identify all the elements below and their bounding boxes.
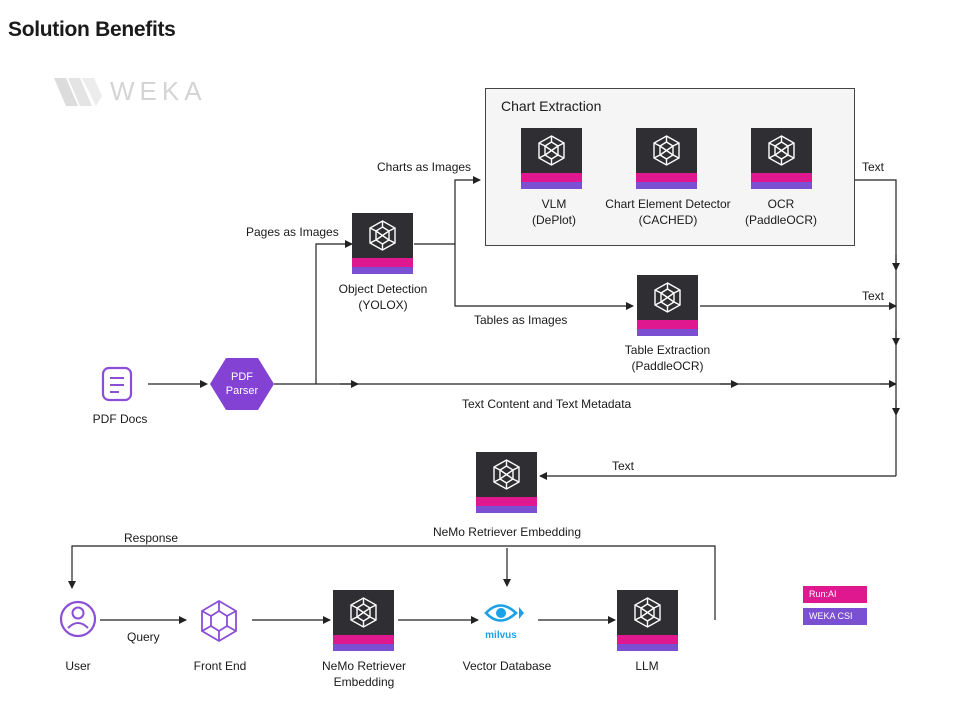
- nemo-embedding-bottom-line2: Embedding: [333, 675, 395, 689]
- milvus-label: milvus: [485, 630, 517, 641]
- table-extraction-sub: (PaddleOCR): [631, 359, 704, 373]
- query-label: Query: [127, 630, 160, 644]
- model-cube-icon: [350, 597, 377, 628]
- ocr-name: OCR: [767, 197, 795, 211]
- pdf-parser-label: PDF Parser: [212, 370, 272, 398]
- pages-as-images-label: Pages as Images: [246, 225, 339, 239]
- edge-charts-as-images: [414, 176, 481, 245]
- weka-logo-icon: [54, 78, 102, 106]
- edge-pages-as-images: [315, 240, 353, 384]
- edge-chart-text: [855, 179, 897, 476]
- vlm-name: VLM: [541, 197, 567, 211]
- table-extraction-tile: [637, 275, 698, 336]
- front-end-icon: [201, 599, 237, 643]
- object-detection-tile: [352, 213, 413, 274]
- edge-tables-as-images: [454, 244, 634, 310]
- pdf-parser-hexagon: [210, 358, 274, 410]
- table-extraction-name: Table Extraction: [624, 343, 711, 357]
- weka-logo-text: WEKA: [110, 76, 207, 106]
- page-title: Solution Benefits: [8, 18, 176, 41]
- vlm-tile: [521, 128, 582, 189]
- text-table-label: Text: [862, 289, 885, 303]
- vector-database-label: Vector Database: [462, 659, 552, 673]
- nemo-embedding-top-label: NeMo Retriever Embedding: [432, 525, 582, 539]
- pdf-parser-label-line2: Parser: [225, 385, 259, 397]
- front-end-label: Front End: [193, 659, 247, 673]
- nemo-embedding-bottom-tile: [333, 590, 394, 651]
- model-cube-icon: [654, 282, 681, 313]
- object-detection-sub: (YOLOX): [358, 298, 408, 312]
- ocr-tile: [751, 128, 812, 189]
- model-cube-icon: [653, 135, 680, 166]
- nemo-embedding-top-tile: [476, 452, 537, 513]
- chart-element-detector-tile: [636, 128, 697, 189]
- chart-element-detector-label: Chart Element Detector (CACHED): [598, 196, 738, 228]
- vlm-sub: (DePlot): [531, 213, 576, 227]
- legend-run-ai-swatch: [803, 586, 867, 603]
- weka-logo: WEKA: [52, 74, 212, 110]
- llm-tile: [617, 590, 678, 651]
- pdf-docs-icon: [101, 366, 133, 402]
- vlm-label: VLM (DePlot): [494, 196, 614, 228]
- nemo-embedding-bottom-label: NeMo Retriever Embedding: [314, 658, 414, 690]
- legend-weka-csi-swatch: [803, 608, 867, 625]
- table-extraction-label: Table Extraction (PaddleOCR): [610, 342, 725, 374]
- chart-element-detector-sub: (CACHED): [638, 213, 698, 227]
- object-detection-label: Object Detection (YOLOX): [323, 281, 443, 313]
- text-chart-label: Text: [862, 160, 885, 174]
- pdf-parser-label-line1: PDF: [231, 371, 253, 383]
- response-label: Response: [124, 531, 179, 545]
- chart-element-detector-name: Chart Element Detector: [605, 197, 731, 211]
- user-label: User: [65, 659, 91, 673]
- llm-label: LLM: [635, 659, 659, 673]
- ocr-sub: (PaddleOCR): [744, 213, 818, 227]
- object-detection-name: Object Detection: [338, 282, 428, 296]
- nemo-embedding-bottom-line1: NeMo Retriever: [321, 659, 407, 673]
- milvus-icon: [484, 604, 524, 622]
- charts-as-images-label: Charts as Images: [377, 160, 472, 174]
- text-content-label: Text Content and Text Metadata: [462, 397, 632, 411]
- ocr-label: OCR (PaddleOCR): [726, 196, 836, 228]
- model-cube-icon: [369, 220, 396, 251]
- tables-as-images-label: Tables as Images: [474, 313, 568, 327]
- model-cube-icon: [538, 135, 565, 166]
- model-cube-icon: [634, 597, 661, 628]
- chart-extraction-title: Chart Extraction: [501, 98, 602, 114]
- edge-response: [68, 545, 716, 620]
- user-icon: [59, 600, 97, 638]
- legend-weka-csi: WEKA CSI: [809, 611, 853, 621]
- text-embedding-label: Text: [612, 459, 635, 473]
- model-cube-icon: [768, 135, 795, 166]
- pdf-docs-label: PDF Docs: [92, 412, 148, 426]
- model-cube-icon: [493, 459, 520, 490]
- legend-run-ai: Run:AI: [809, 589, 837, 599]
